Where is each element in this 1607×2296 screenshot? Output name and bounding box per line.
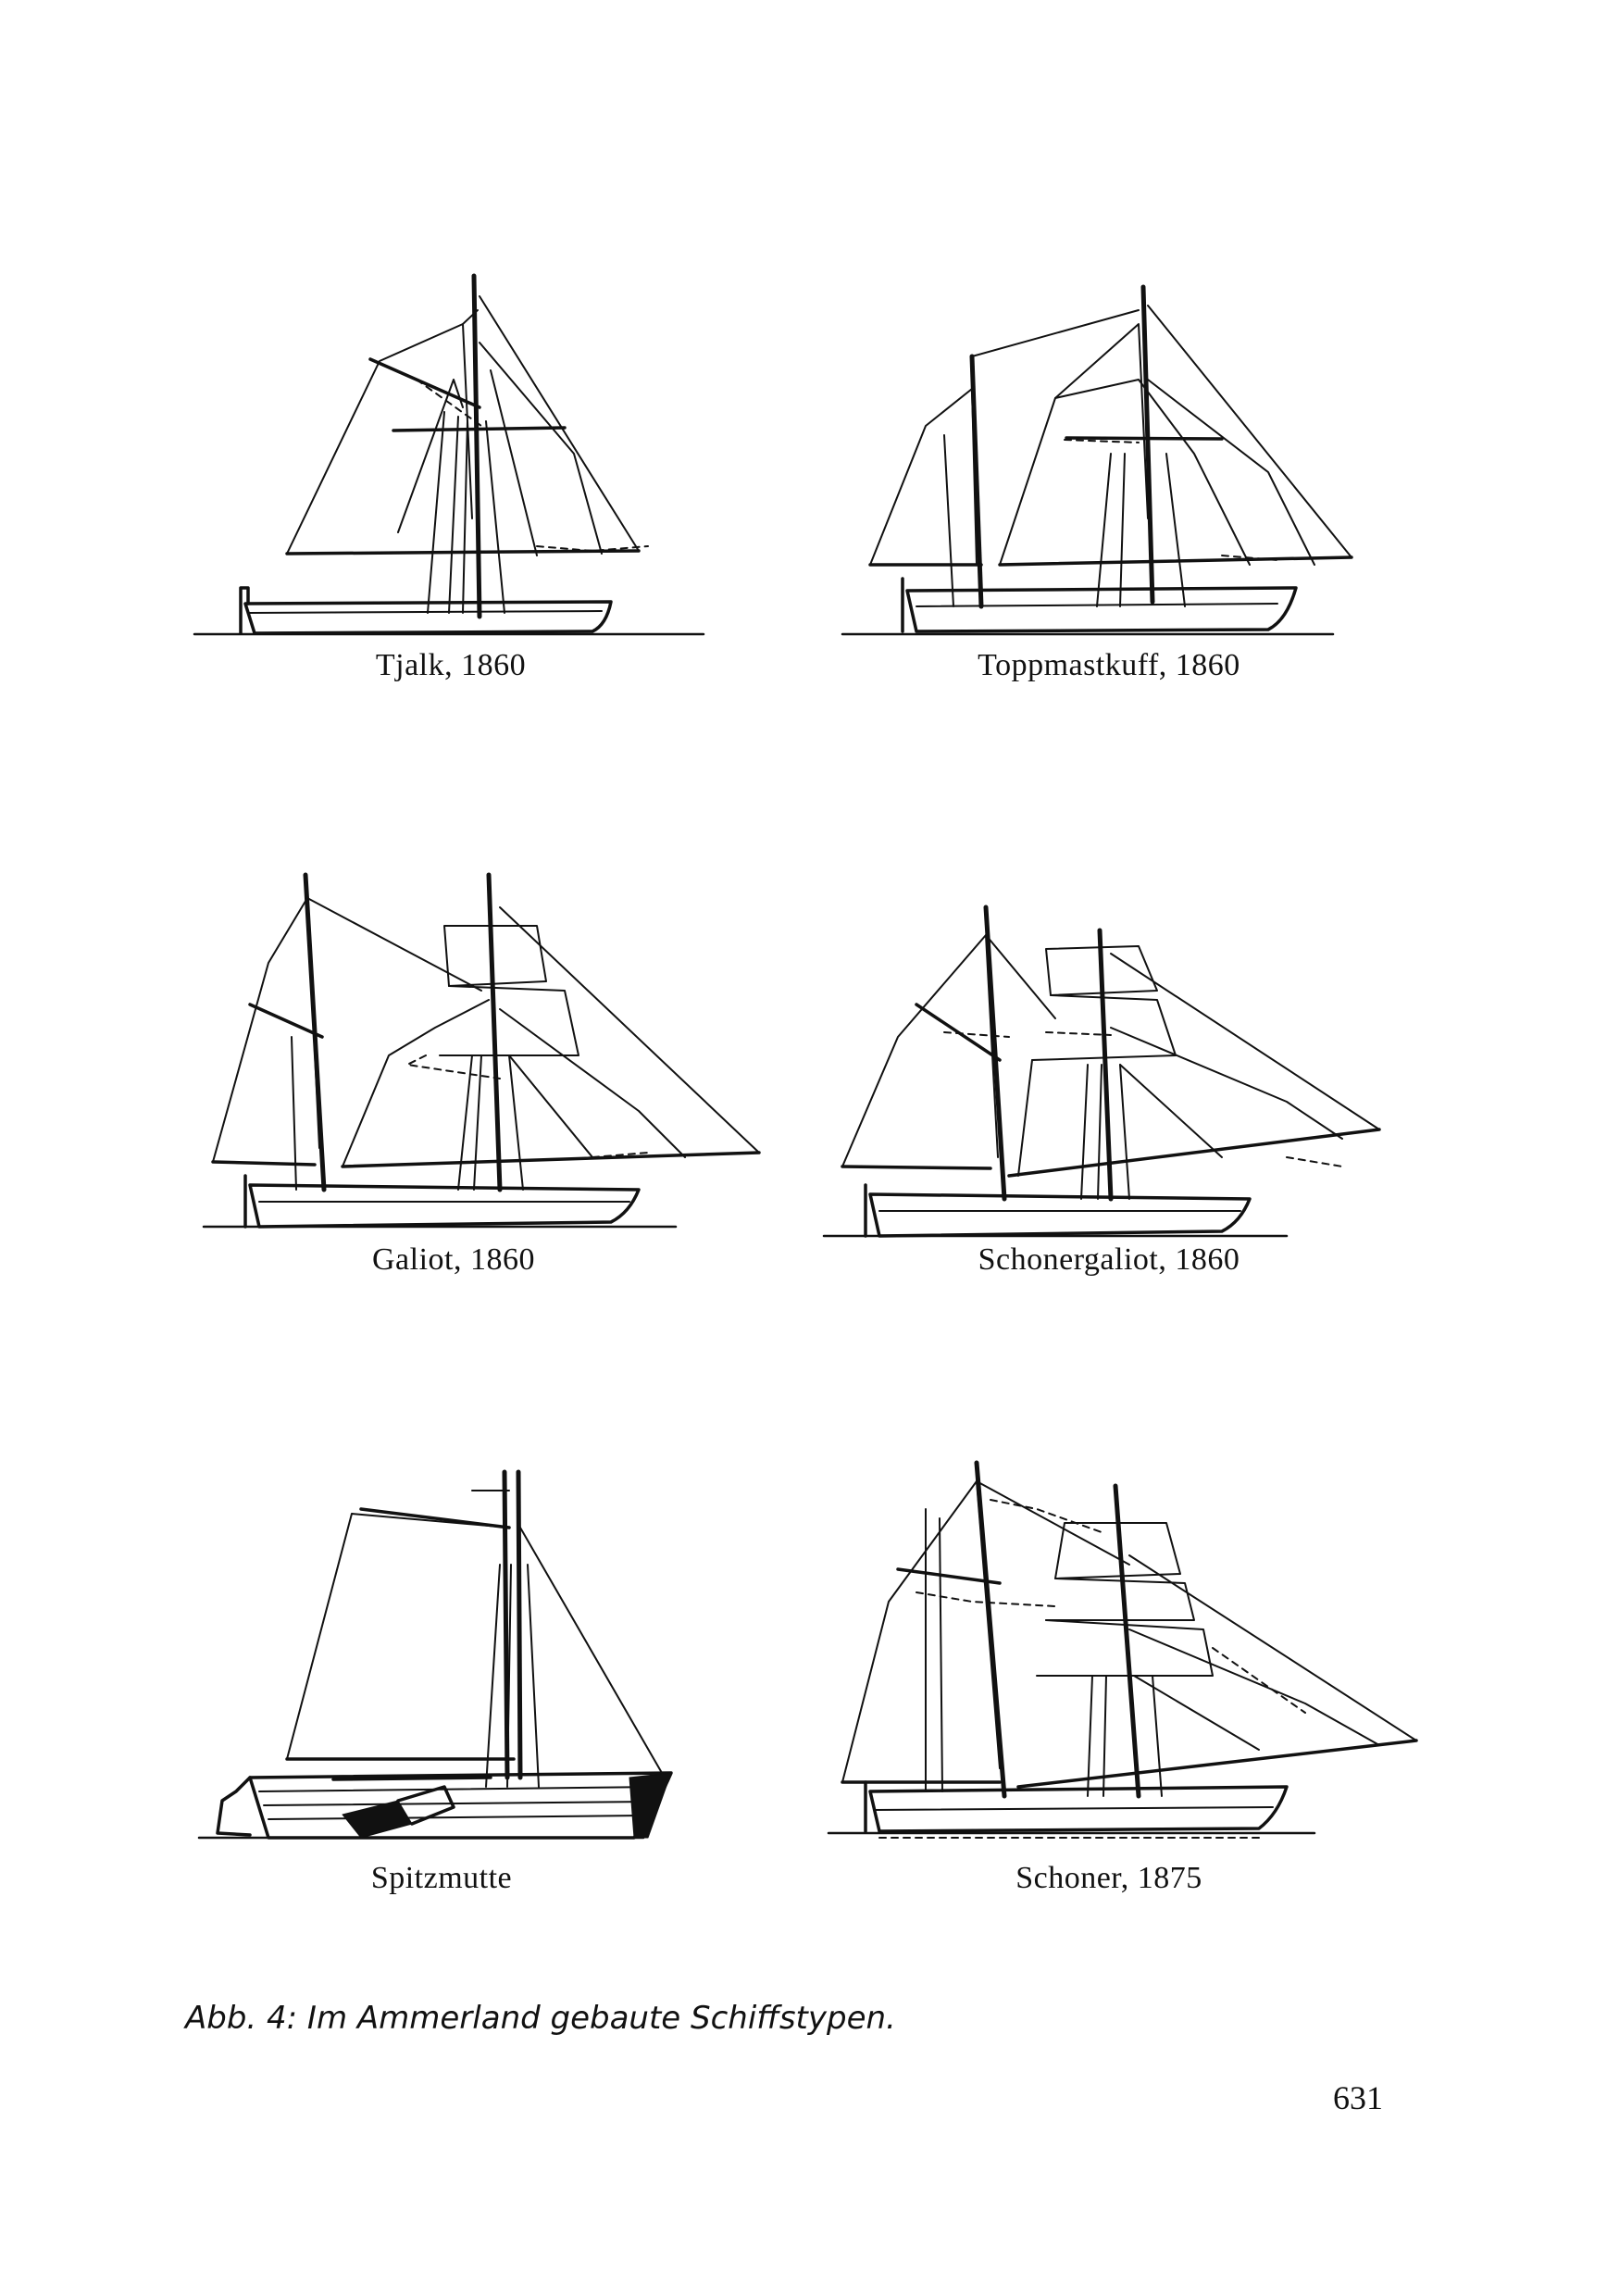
schonergaliot-drawing bbox=[822, 905, 1381, 1238]
figure-spitzmutte bbox=[194, 1469, 713, 1861]
tjalk-drawing bbox=[193, 273, 705, 636]
figure-label-spitzmutte: Spitzmutte bbox=[370, 1861, 513, 1895]
figure-galiot bbox=[202, 870, 778, 1241]
figure-label-toppmastkuff: Toppmastkuff, 1860 bbox=[978, 648, 1240, 682]
toppmastkuff-drawing bbox=[841, 284, 1353, 636]
spitzmutte-drawing bbox=[197, 1469, 673, 1840]
figure-label-schoner: Schoner, 1875 bbox=[1015, 1861, 1202, 1895]
figure-schonergaliot bbox=[822, 898, 1398, 1250]
page-number: 631 bbox=[1333, 2079, 1383, 2116]
figure-label-galiot: Galiot, 1860 bbox=[372, 1242, 535, 1277]
galiot-drawing bbox=[202, 872, 761, 1229]
figure-schoner bbox=[824, 1460, 1426, 1852]
schoner-drawing bbox=[827, 1460, 1418, 1839]
figure-label-schonergaliot: Schonergaliot, 1860 bbox=[978, 1242, 1240, 1277]
figure-label-tjalk: Tjalk, 1860 bbox=[375, 648, 527, 682]
figure-toppmastkuff bbox=[833, 284, 1426, 648]
figure-tjalk bbox=[185, 268, 741, 639]
figure-caption: Abb. 4: Im Ammerland gebaute Schiffstype… bbox=[185, 2000, 896, 2037]
